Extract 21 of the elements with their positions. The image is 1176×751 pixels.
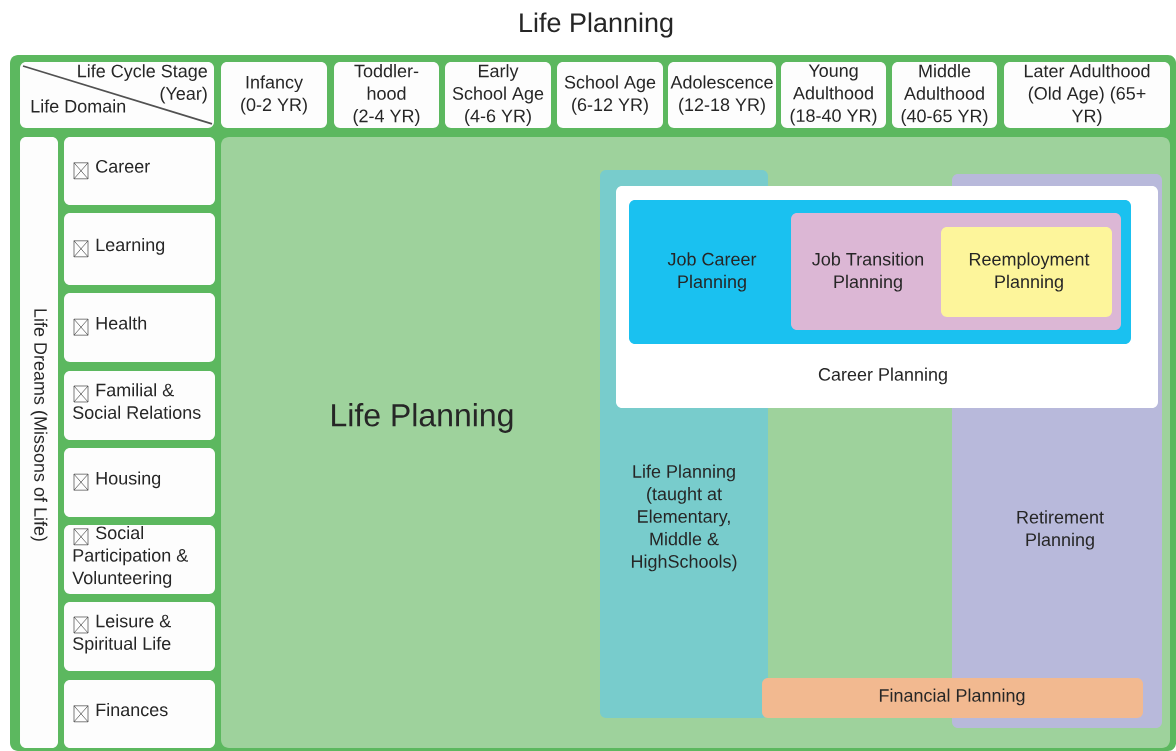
domain-cell: Leisure & Spiritual Life <box>64 602 215 671</box>
domain-cell: Social Participation & Volunteering <box>64 525 215 594</box>
stage-cell: Infancy (0-2 YR) <box>221 62 327 128</box>
title: Life Planning <box>520 12 673 38</box>
stage-cell: School Age (6-12 YR) <box>557 62 663 128</box>
header-cell: Life Cycle Stage (Year) Life Domain <box>20 62 214 128</box>
stage-cell: Later Adulthood (Old Age) (65+ YR) <box>1004 62 1170 128</box>
domain-cell: Career <box>64 137 215 205</box>
domain-cell: Health <box>64 293 215 362</box>
stage-cell: Young Adulthood (18-40 YR) <box>781 62 886 128</box>
domain-cell: Learning <box>64 213 215 285</box>
domain-cell: Housing <box>64 448 215 517</box>
domain-cell: Finances <box>64 680 215 748</box>
stage-cell: Early School Age (4-6 YR) <box>445 62 551 128</box>
stage-cell: Middle Adulthood (40-65 YR) <box>892 62 997 128</box>
planning-bar: Financial Planning <box>762 678 1143 718</box>
planning-box: Reemployment Planning <box>941 227 1112 317</box>
stage-cell: Toddler-hood (2-4 YR) <box>334 62 439 128</box>
stage-cell: Adolescence (12-18 YR) <box>668 62 776 128</box>
domain-cell: Familial & Social Relations <box>64 371 215 440</box>
sidebar-label: Life Dreams (Missons of Life) <box>20 137 58 748</box>
